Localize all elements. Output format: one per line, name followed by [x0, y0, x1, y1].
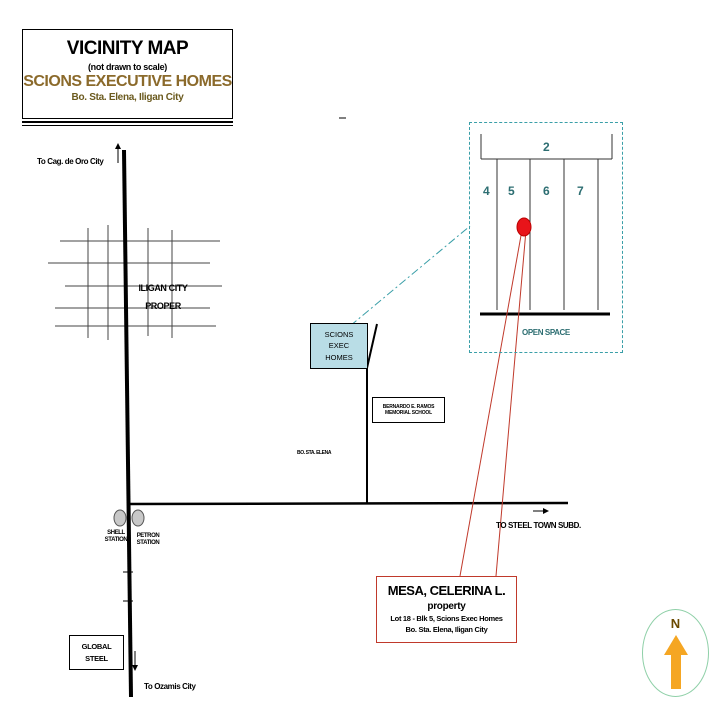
- label-to-steeltown: TO STEEL TOWN SUBD.: [496, 521, 581, 530]
- arrow-right-icon: [543, 508, 549, 514]
- inset-site-plan: [469, 122, 623, 353]
- lot-number: 5: [508, 184, 515, 198]
- north-indicator: N: [642, 609, 709, 697]
- lot-number: 6: [543, 184, 550, 198]
- arrow-up-icon: [115, 143, 121, 149]
- steeltown-road: [127, 501, 569, 506]
- title-block: VICINITY MAP (not drawn to scale) SCIONS…: [22, 29, 233, 126]
- scale-note: (not drawn to scale): [87, 62, 167, 72]
- owner-leader-line-right: [495, 229, 527, 577]
- project-address: Bo. Sta. Elena, Iligan City: [71, 92, 184, 103]
- global-steel-box: GLOBAL STEEL: [69, 635, 124, 670]
- property-marker-icon: [516, 217, 532, 237]
- shell-station-icon: [113, 509, 127, 527]
- map-title: VICINITY MAP: [66, 38, 189, 59]
- lot-top-number: 2: [543, 140, 550, 154]
- owner-lot: Lot 18 - Blk 5, Scions Exec Homes: [390, 614, 503, 623]
- open-space-label: OPEN SPACE: [522, 328, 570, 337]
- petron-station-icon: [131, 509, 145, 527]
- label-to-cagayan: To Cag. de Oro City: [37, 157, 104, 166]
- inset-leader-line: [337, 225, 471, 337]
- label-shell-station: SHELL STATION: [104, 530, 128, 543]
- inset-lot-lines: [480, 134, 613, 310]
- label-petron-station: PETRON STATION: [136, 533, 160, 546]
- arrow-down-icon: [132, 665, 138, 671]
- north-letter: N: [670, 616, 681, 631]
- label-bo-sta-elena: BO. STA. ELENA: [297, 450, 332, 456]
- owner-address: Bo. Sta. Elena, Iligan City: [405, 625, 488, 634]
- main-highway-road: [122, 149, 133, 698]
- school-label-box: BERNARDO E. RAMOS MEMORIAL SCHOOL: [372, 397, 445, 423]
- lot-number: 7: [577, 184, 584, 198]
- label-iligan-city: ILIGAN CITY PROPER: [138, 283, 188, 311]
- city-street-grid: [48, 225, 222, 340]
- project-name: SCIONS EXECUTIVE HOMES: [23, 73, 232, 90]
- owner-property-box: MESA, CELERINA L. property Lot 18 - Blk …: [376, 576, 517, 643]
- owner-name: MESA, CELERINA L.: [387, 583, 506, 598]
- owner-subtitle: property: [427, 601, 466, 612]
- label-to-ozamis: To Ozamis City: [144, 682, 196, 691]
- scions-exec-homes-box: SCIONS EXEC HOMES: [310, 323, 368, 369]
- lot-number: 4: [483, 184, 490, 198]
- owner-leader-line-left: [459, 229, 523, 577]
